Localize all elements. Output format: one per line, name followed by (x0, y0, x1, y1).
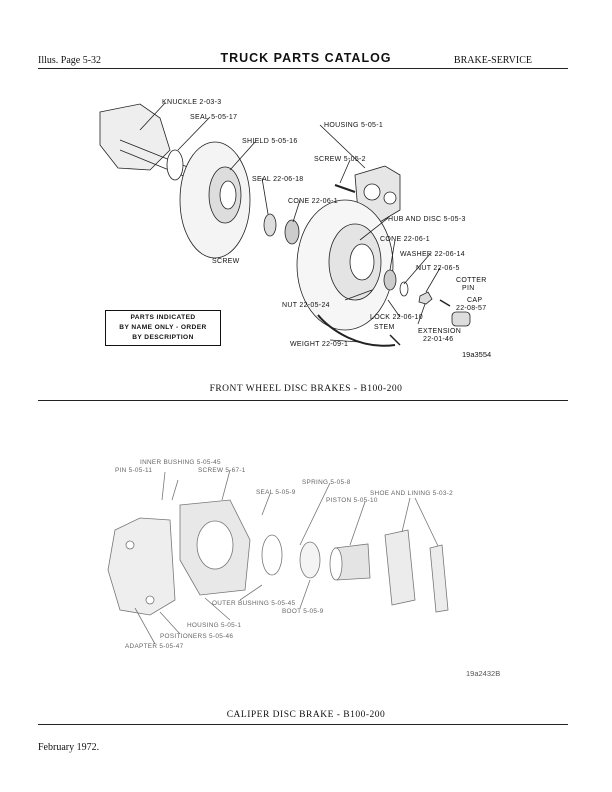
figure1-labels: KNUCKLE 2-03-3 SEAL 5-05-17 HOUSING 5-05… (162, 99, 491, 359)
label-weight: WEIGHT 22-09-1 (290, 341, 348, 348)
notice-line-2: BY NAME ONLY - ORDER (119, 324, 207, 331)
figure1-rule (38, 400, 568, 401)
seal-caliper-drawing (261, 534, 283, 576)
label-knuckle: KNUCKLE 2-03-3 (162, 99, 221, 106)
label-shoe-lining: SHOE AND LINING 5-03-2 (370, 490, 453, 497)
figure1-caption: FRONT WHEEL DISC BRAKES - B100-200 (209, 384, 403, 394)
shoe-drawing-2 (429, 544, 449, 613)
label-shield: SHIELD 5-05-16 (242, 138, 298, 145)
parts-notice-box: PARTS INDICATED BY NAME ONLY - ORDER BY … (105, 310, 221, 346)
label-nut: NUT 22-06-5 (416, 265, 460, 272)
label-screw: SCREW 5-05-2 (314, 156, 366, 163)
figure1-reference: 19a3554 (462, 350, 491, 359)
label-adapter: ADAPTER 5-05-47 (125, 643, 184, 650)
seal-drawing (166, 149, 184, 181)
label-cone-2: CONE 22-06-1 (380, 236, 430, 243)
footer-date: February 1972. (38, 742, 100, 753)
label-outer-bushing: OUTER BUSHING 5-05-45 (212, 600, 296, 607)
label-extension: EXTENSION (418, 328, 461, 335)
boot-drawing (299, 541, 321, 579)
figure2-labels: INNER BUSHING 5-05-45 PIN 5-05-11 SCREW … (115, 459, 500, 678)
notice-line-1: PARTS INDICATED (130, 314, 196, 321)
label-inner-bushing: INNER BUSHING 5-05-45 (140, 459, 221, 466)
label-cone: CONE 22-06-1 (288, 198, 338, 205)
screw-drawing (334, 184, 356, 193)
label-seal-3: SEAL 5-05-9 (256, 489, 296, 496)
label-pin-2: PIN 5-05-11 (115, 467, 152, 474)
seal2-drawing (263, 213, 277, 237)
figure2-rule (38, 724, 568, 725)
label-seal-2: SEAL 22-06-18 (252, 176, 304, 183)
label-cap-number: 22-08-57 (456, 305, 486, 312)
adapter-drawing (107, 517, 176, 616)
figure2-caption: CALIPER DISC BRAKE - B100-200 (226, 710, 386, 720)
label-housing: HOUSING 5-05-1 (324, 122, 383, 129)
label-spring: SPRING 5-05-8 (302, 479, 351, 486)
shoe-drawing-1 (384, 529, 416, 606)
label-hub-disc: HUB AND DISC 5-05-3 (388, 216, 466, 223)
knuckle-drawing (99, 103, 171, 171)
page-reference: Illus. Page 5-32 (38, 55, 102, 66)
figure2-reference: 19a2432B (466, 669, 500, 678)
label-cotter: COTTER (456, 277, 487, 284)
catalog-title: TRUCK PARTS CATALOG (220, 51, 392, 65)
header-rule (38, 68, 568, 69)
label-piston: PISTON 5-05-10 (326, 497, 378, 504)
label-cap: CAP (467, 297, 482, 304)
label-washer: WASHER 22-06-14 (400, 251, 465, 258)
label-positioners: POSITIONERS 5-05-46 (160, 633, 233, 640)
label-seal: SEAL 5-05-17 (190, 114, 237, 121)
label-extension-number: 22-01-46 (423, 336, 453, 343)
label-stem: STEM (374, 324, 395, 331)
section-name: BRAKE-SERVICE (453, 55, 532, 66)
cone-drawing (284, 219, 300, 245)
label-pin: PIN (462, 285, 475, 292)
label-nut-2: NUT 22-05-24 (282, 302, 330, 309)
label-lock: LOCK 22-06-10 (370, 314, 423, 321)
label-housing-2: HOUSING 5-05-1 (187, 622, 241, 629)
label-screw-3: SCREW 5-67-1 (198, 467, 246, 474)
weight-drawing (317, 314, 396, 347)
notice-line-3: BY DESCRIPTION (132, 334, 194, 341)
label-screw-2: SCREW (212, 258, 240, 265)
label-boot: BOOT 5-05-9 (282, 608, 324, 615)
